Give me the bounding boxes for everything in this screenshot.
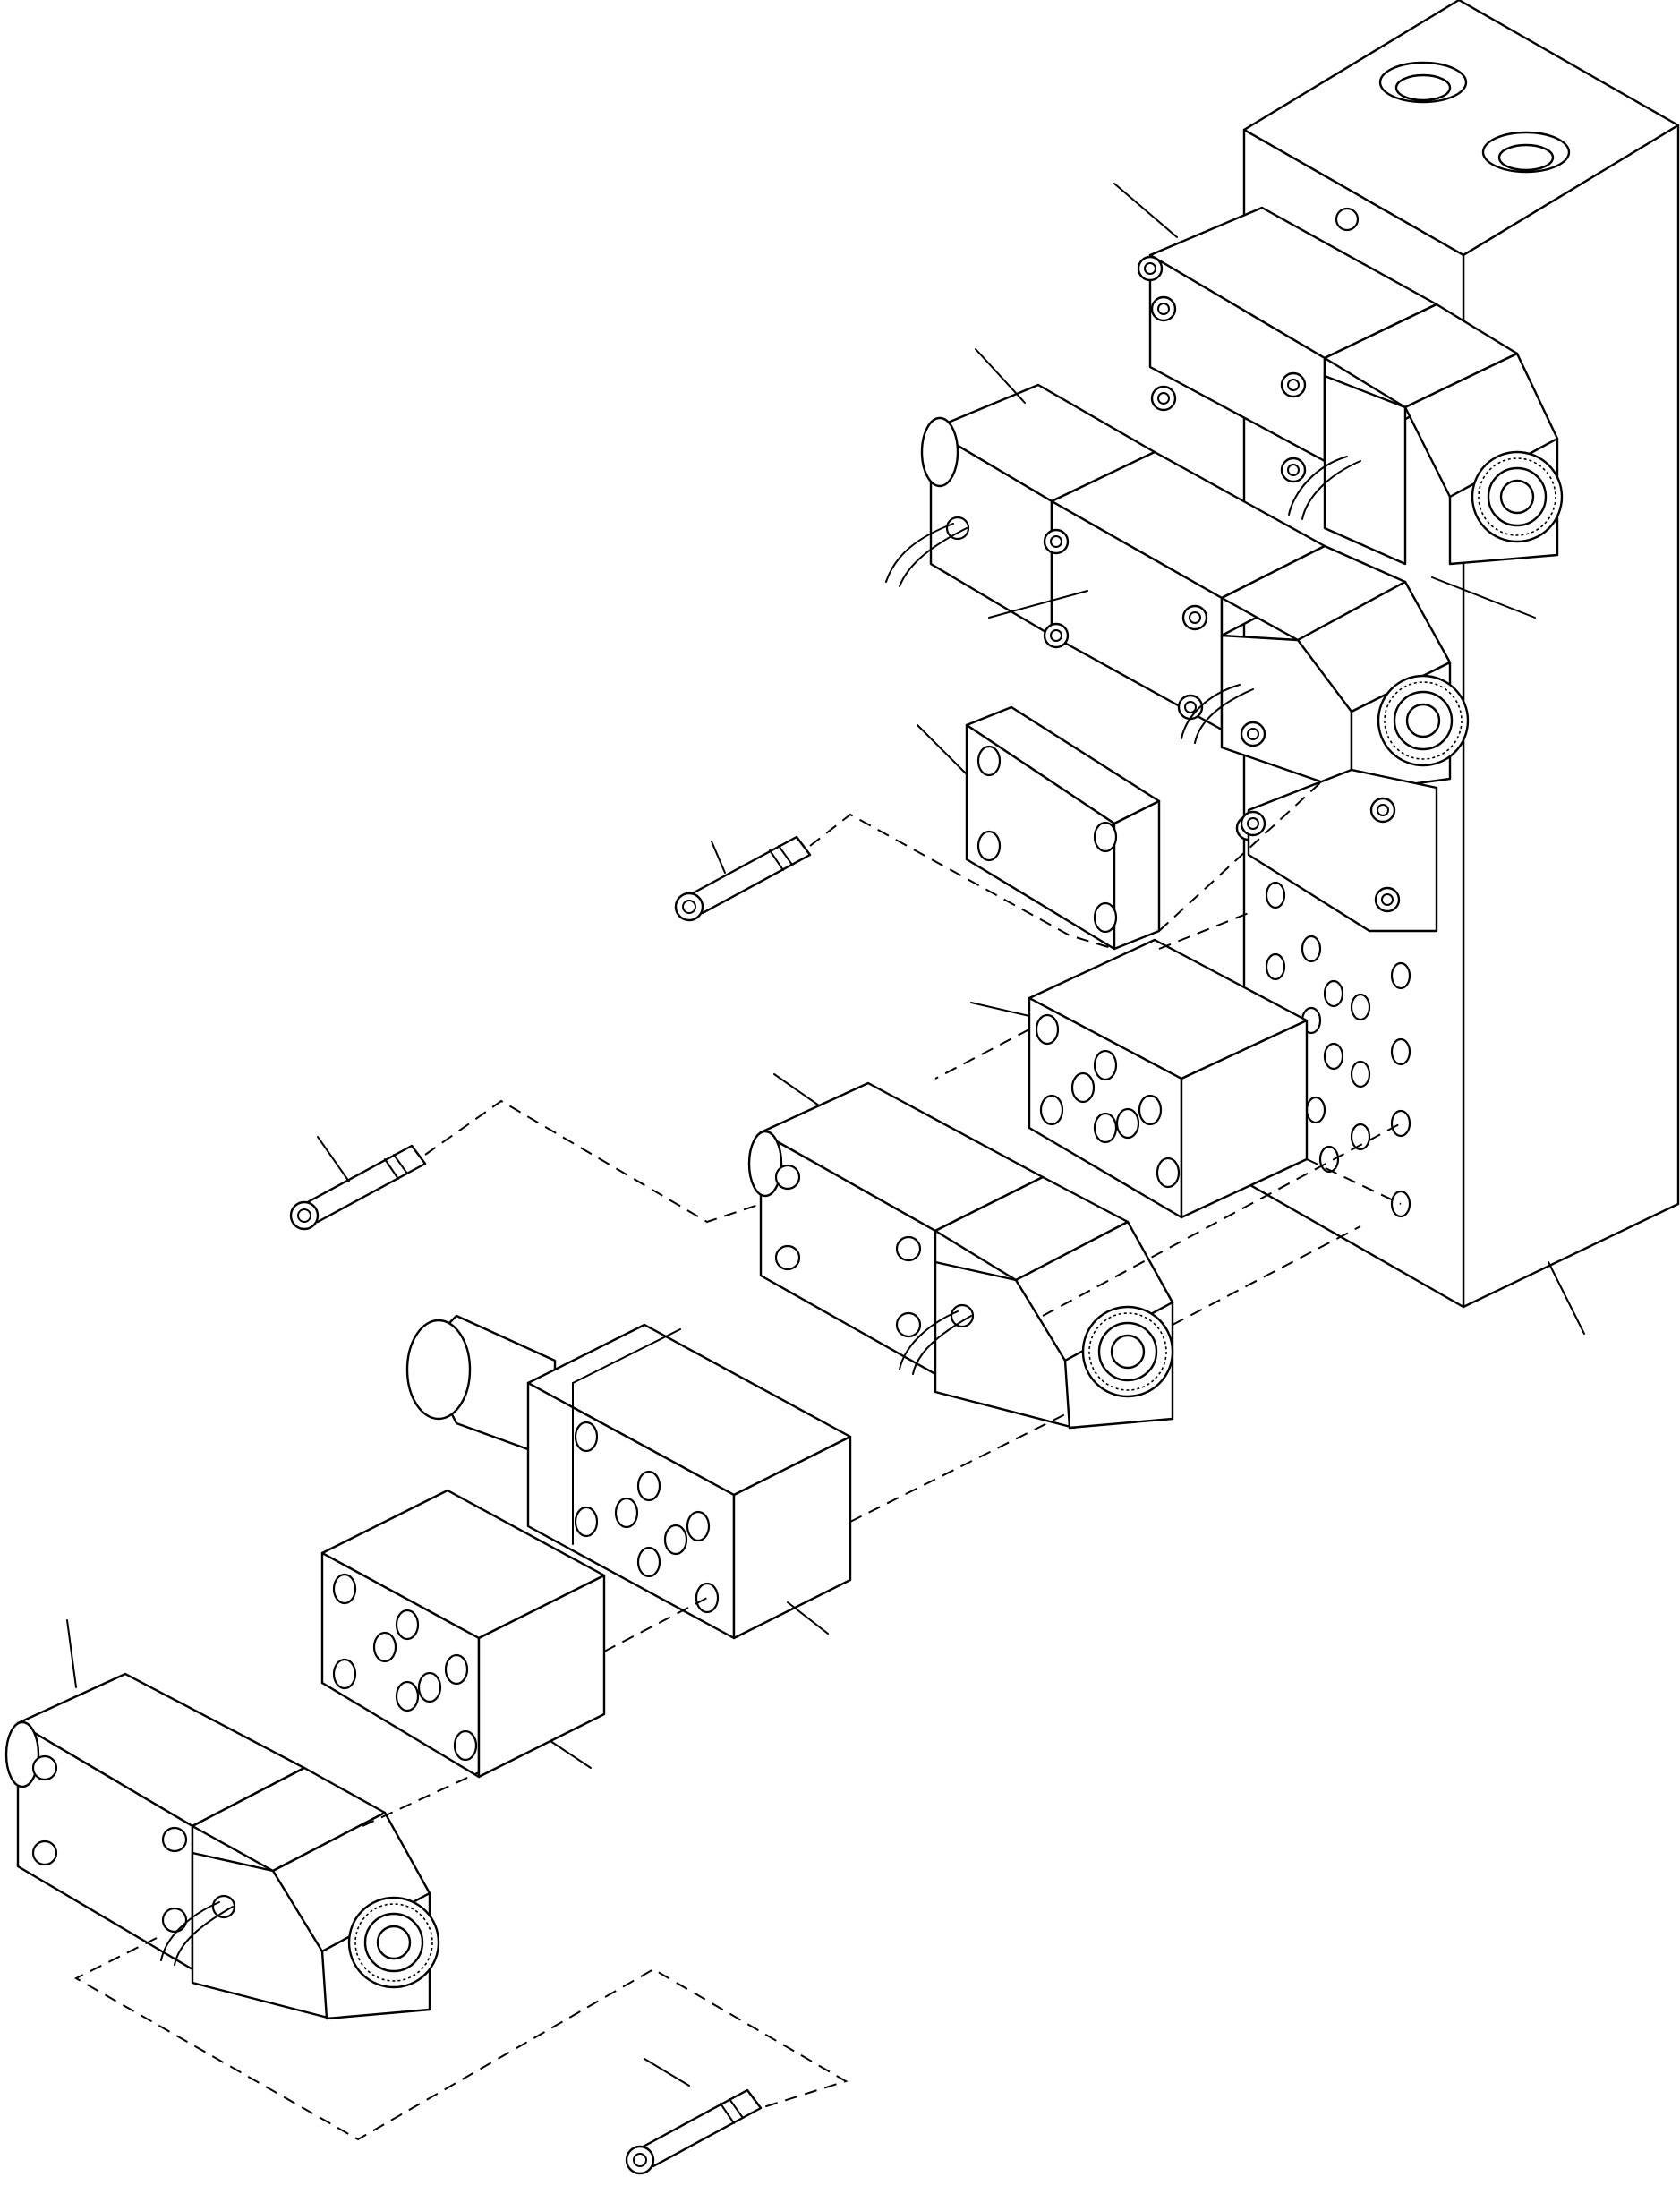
manifold-ports: [1265, 881, 1411, 1218]
sandwich-block-lower: [320, 1489, 606, 1779]
assembly-guide-lines: [73, 778, 1402, 2141]
mounting-bolt: [625, 2088, 763, 2175]
mounting-bolt: [674, 835, 812, 922]
pressure-reducing-valve: [405, 1314, 852, 1640]
solenoid-valve-lower: [747, 1081, 1174, 1430]
solenoid-valve-bottom: [4, 1672, 440, 2020]
mounting-bolt: [289, 1144, 427, 1231]
cover-plate: [965, 705, 1161, 951]
solenoid-valve-middle: [885, 383, 1470, 841]
solenoid-valve-top: [1137, 206, 1564, 566]
sandwich-block-upper: [1028, 938, 1309, 1219]
leader-lines: [66, 183, 1585, 2087]
